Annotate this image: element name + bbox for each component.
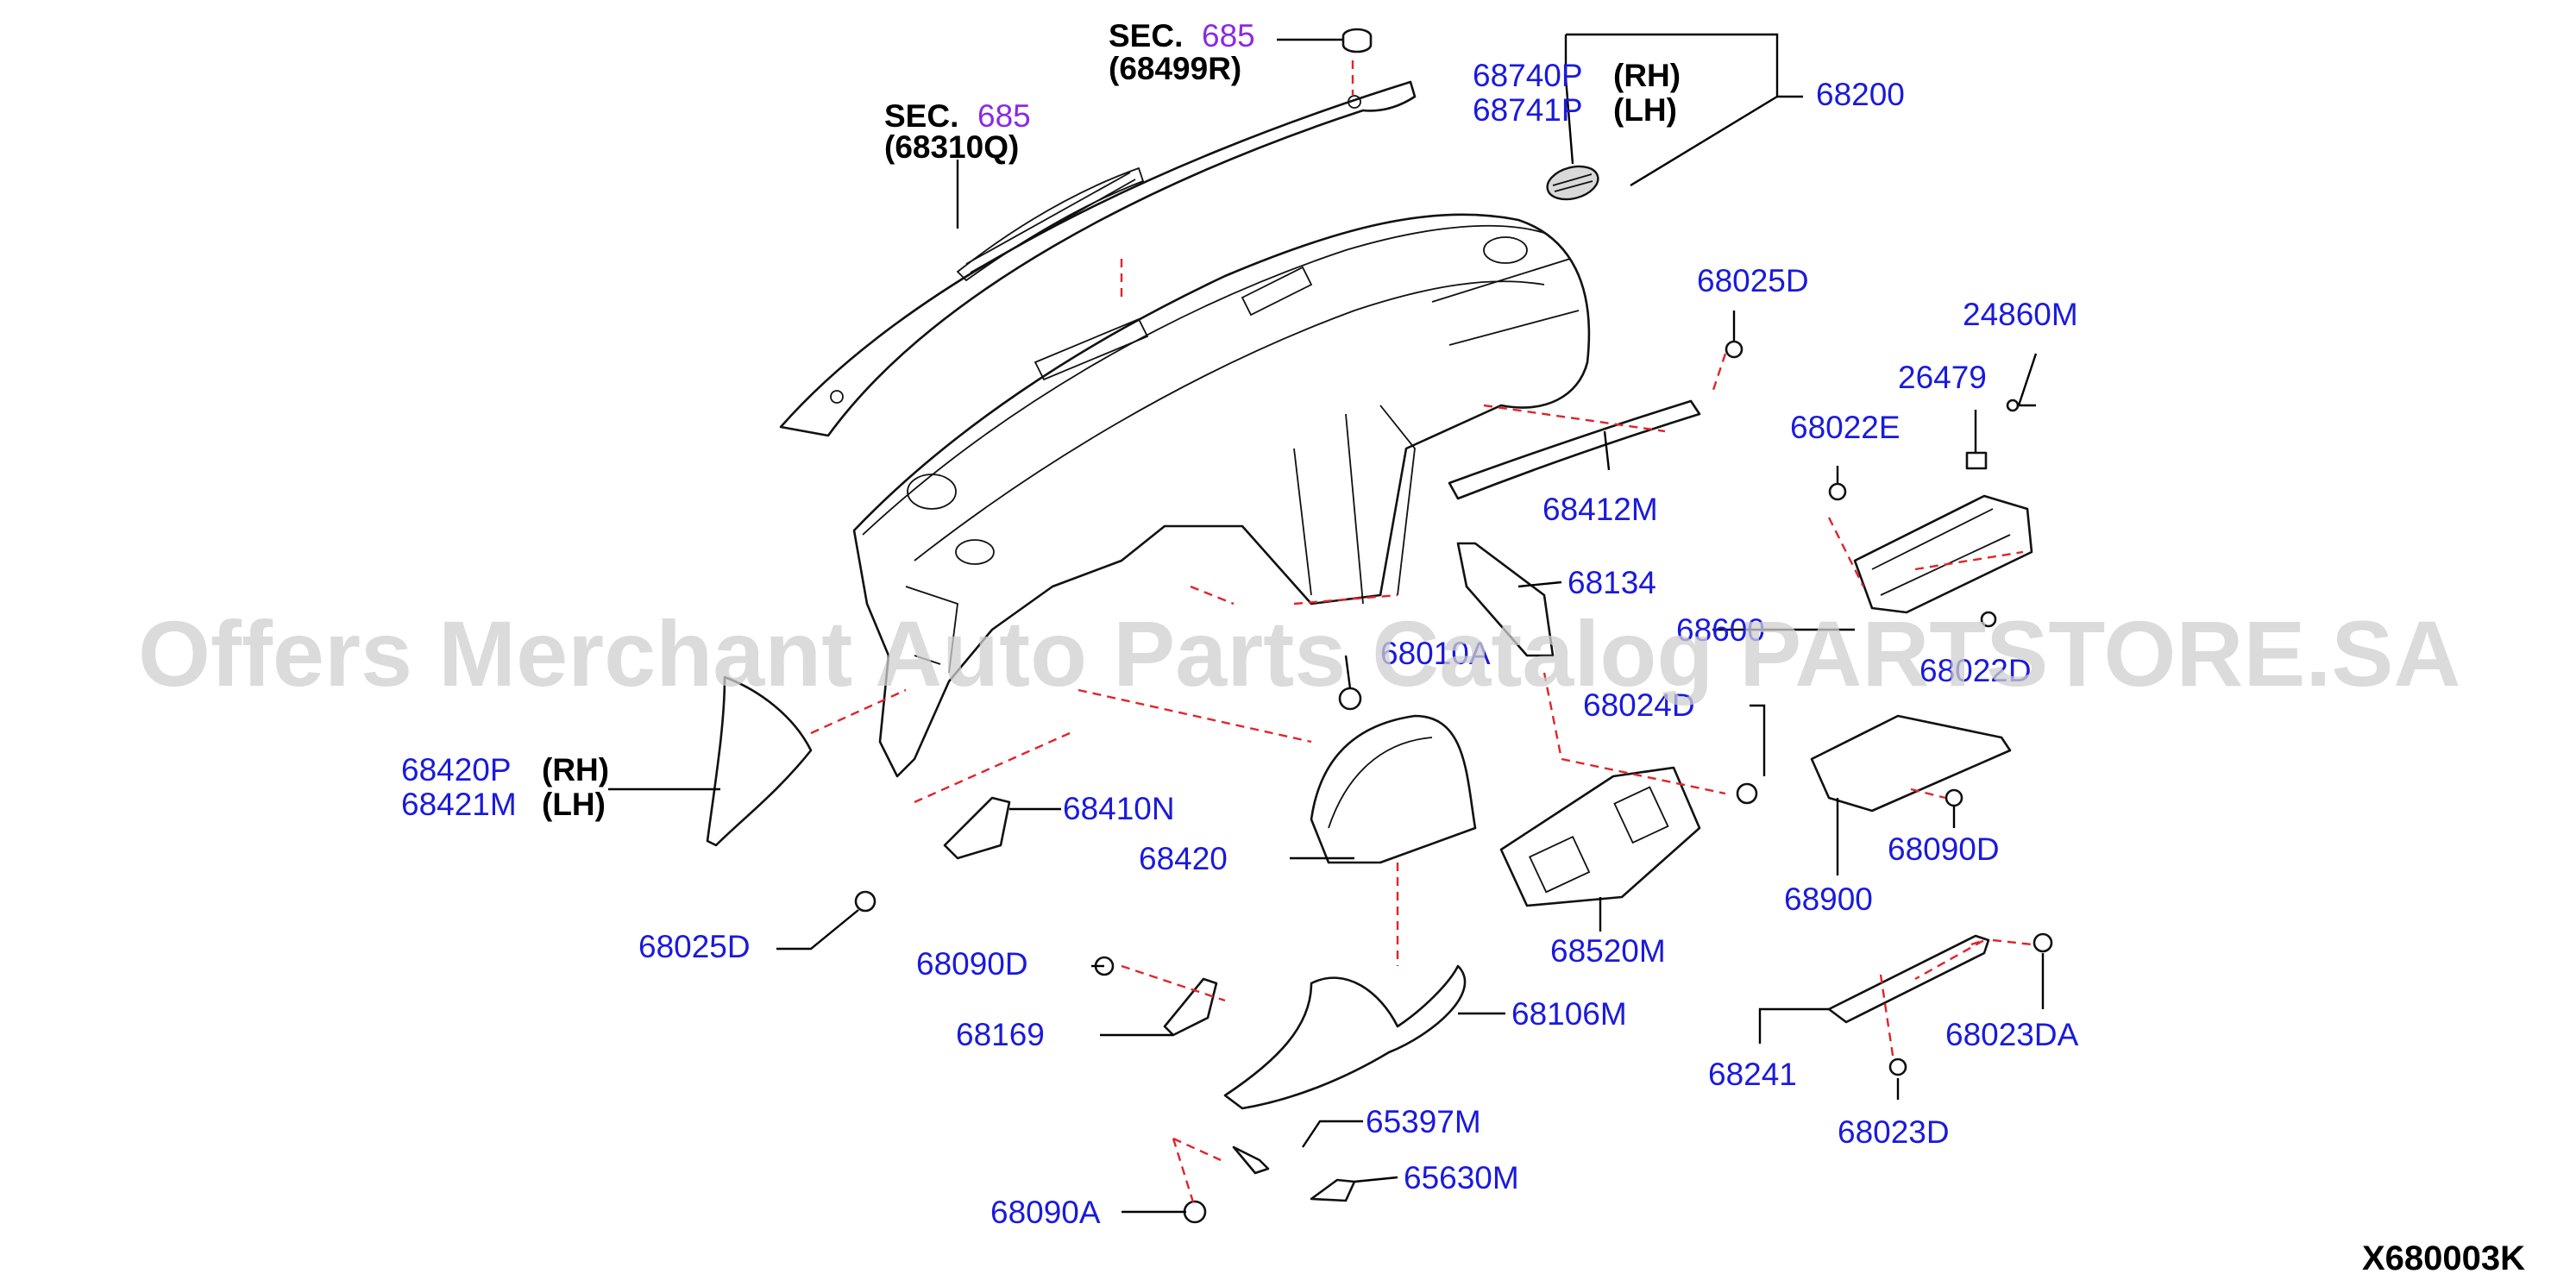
plate-68241: [1827, 934, 1990, 1024]
label-68023DA: 68023DA: [1945, 1017, 2079, 1052]
label-65630M: 65630M: [1404, 1160, 1519, 1195]
side-finisher: [706, 675, 813, 847]
label-68741P: 68741P: [1473, 92, 1583, 128]
part-labels: SEC. 685 (68499R) SEC. 685 (68310Q) 6874…: [401, 18, 2079, 1230]
watermark-text: Offers Merchant Auto Parts Catalog PARTS…: [138, 601, 2460, 706]
label-68025D-top: 68025D: [1697, 263, 1809, 298]
instrument-panel-body: [852, 213, 1591, 778]
label-65397M: 65397M: [1366, 1104, 1481, 1139]
bracket-part: [1456, 542, 1555, 657]
label-68412M: 68412M: [1542, 492, 1658, 527]
label-68134: 68134: [1568, 565, 1656, 600]
label-68090D-right: 68090D: [1888, 831, 2000, 867]
label-68410N: 68410N: [1063, 791, 1175, 826]
vent-part: [1546, 165, 1599, 201]
sec-label-a: SEC.: [1109, 18, 1183, 53]
sec-num-b: 685: [977, 98, 1031, 134]
glove-box: [1853, 451, 2033, 614]
lower-cover: [1223, 964, 1467, 1110]
label-rh-2: (RH): [542, 752, 609, 787]
label-68106M: 68106M: [1511, 996, 1627, 1032]
label-lh-1: (LH): [1613, 92, 1677, 128]
label-68023D: 68023D: [1838, 1114, 1950, 1150]
cap-part: [1341, 28, 1373, 53]
label-68420: 68420: [1139, 841, 1228, 876]
sec-ref-b: (68310Q): [884, 129, 1019, 165]
label-68520M: 68520M: [1550, 933, 1666, 969]
glove-lower-cover: [1810, 714, 2012, 813]
instrument-top-cover: [779, 80, 1417, 437]
label-68200: 68200: [1816, 77, 1905, 112]
label-68420P: 68420P: [401, 752, 512, 787]
lever-parts: [1232, 1145, 1356, 1202]
bracket-68169: [1163, 977, 1218, 1037]
label-68090D-left: 68090D: [916, 946, 1028, 982]
cluster-lid: [1310, 714, 1477, 864]
sec-num-a: 685: [1202, 18, 1255, 53]
drawing-code: X680003K: [2362, 1239, 2525, 1277]
label-68022D: 68022D: [1919, 653, 2032, 688]
label-68169: 68169: [956, 1017, 1045, 1052]
label-68600: 68600: [1676, 612, 1765, 648]
leader-lines: [608, 33, 2045, 1214]
alignment-dashes: [810, 60, 2033, 1208]
label-68090A: 68090A: [990, 1195, 1101, 1230]
center-cluster: [1499, 766, 1701, 907]
small-cover: [943, 796, 1011, 860]
label-68241: 68241: [1708, 1057, 1797, 1092]
label-68421M: 68421M: [401, 787, 517, 822]
label-lh-2: (LH): [542, 787, 606, 822]
label-24860M: 24860M: [1963, 297, 2078, 332]
label-68010A: 68010A: [1380, 636, 1491, 671]
label-68025D-left: 68025D: [638, 929, 751, 964]
label-68900: 68900: [1784, 882, 1873, 917]
label-68024D: 68024D: [1583, 687, 1695, 723]
sec-label-b: SEC.: [884, 98, 958, 134]
label-rh-1: (RH): [1613, 58, 1681, 93]
trim-strip: [1448, 399, 1701, 500]
label-26479: 26479: [1898, 360, 1987, 395]
fasteners: [854, 340, 2053, 1224]
label-68022E: 68022E: [1790, 410, 1901, 445]
sec-ref-a: (68499R): [1109, 51, 1241, 86]
label-68740P: 68740P: [1473, 58, 1583, 93]
